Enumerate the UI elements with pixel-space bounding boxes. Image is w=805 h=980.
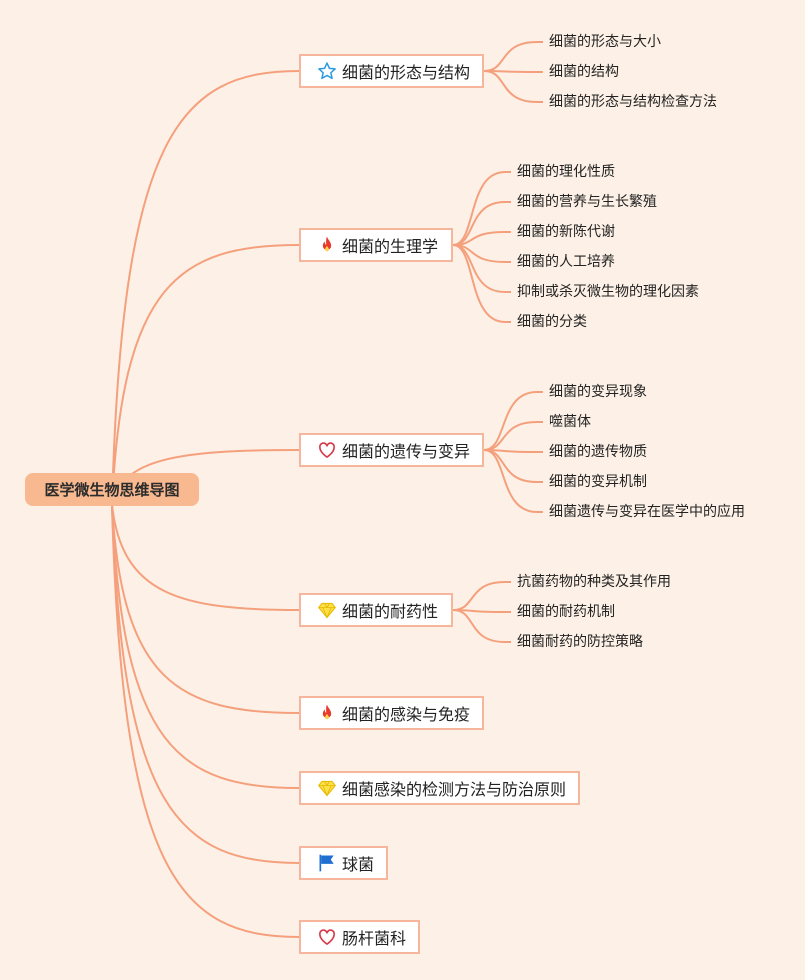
branch-node-2[interactable]: 细菌的生理学 (299, 228, 453, 262)
branch-label: 细菌的耐药性 (342, 602, 439, 621)
branch-label: 细菌的生理学 (342, 237, 439, 256)
branch-label: 细菌的形态与结构 (342, 63, 471, 82)
leaf-node[interactable]: 噬菌体 (549, 414, 591, 430)
leaf-node[interactable]: 抗菌药物的种类及其作用 (517, 574, 671, 590)
star-icon (317, 61, 337, 81)
fire-icon (317, 703, 337, 723)
branch-label: 球菌 (342, 855, 375, 874)
branch-label: 细菌感染的检测方法与防治原则 (342, 780, 567, 799)
leaf-node[interactable]: 细菌的遗传物质 (549, 444, 647, 460)
leaf-node[interactable]: 细菌的营养与生长繁殖 (517, 194, 657, 210)
leaf-node[interactable]: 细菌耐药的防控策略 (517, 634, 643, 650)
branch-node-5[interactable]: 细菌的感染与免疫 (299, 696, 484, 730)
fire-icon (317, 235, 337, 255)
leaf-node[interactable]: 细菌的人工培养 (517, 254, 615, 270)
leaf-node[interactable]: 细菌的形态与大小 (549, 34, 661, 50)
leaf-node[interactable]: 细菌的分类 (517, 314, 587, 330)
branch-node-6[interactable]: 细菌感染的检测方法与防治原则 (299, 771, 580, 805)
branch-label: 细菌的感染与免疫 (342, 705, 471, 724)
leaf-node[interactable]: 抑制或杀灭微生物的理化因素 (517, 284, 699, 300)
branch-node-7[interactable]: 球菌 (299, 846, 388, 880)
diamond-icon (317, 600, 337, 620)
leaf-node[interactable]: 细菌的结构 (549, 64, 619, 80)
leaf-node[interactable]: 细菌的变异现象 (549, 384, 647, 400)
leaf-node[interactable]: 细菌遗传与变异在医学中的应用 (549, 504, 745, 520)
branch-node-4[interactable]: 细菌的耐药性 (299, 593, 453, 627)
diamond-icon (317, 778, 337, 798)
leaf-node[interactable]: 细菌的新陈代谢 (517, 224, 615, 240)
heart-icon (317, 440, 337, 460)
flag-icon (317, 853, 337, 873)
leaf-node[interactable]: 细菌的变异机制 (549, 474, 647, 490)
branch-node-8[interactable]: 肠杆菌科 (299, 920, 420, 954)
branch-node-1[interactable]: 细菌的形态与结构 (299, 54, 484, 88)
heart-icon (317, 927, 337, 947)
branch-label: 细菌的遗传与变异 (342, 442, 471, 461)
branch-node-3[interactable]: 细菌的遗传与变异 (299, 433, 484, 467)
root-label: 医学微生物思维导图 (44, 481, 180, 499)
leaf-node[interactable]: 细菌的形态与结构检查方法 (549, 94, 717, 110)
leaf-node[interactable]: 细菌的理化性质 (517, 164, 615, 180)
root-node[interactable]: 医学微生物思维导图 (25, 473, 199, 506)
leaf-node[interactable]: 细菌的耐药机制 (517, 604, 615, 620)
branch-label: 肠杆菌科 (342, 929, 407, 948)
